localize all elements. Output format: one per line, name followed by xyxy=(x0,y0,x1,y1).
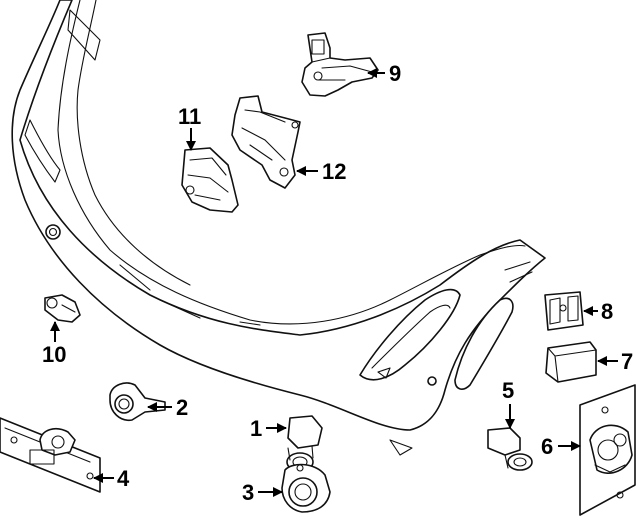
bracket-8 xyxy=(544,291,584,331)
parking-sensor-5 xyxy=(487,427,533,471)
bumper-cover xyxy=(11,0,546,456)
leader-lines xyxy=(50,68,618,497)
callout-labels: 9 11 12 10 2 4 1 3 5 6 7 8 xyxy=(42,61,633,505)
bracket-12 xyxy=(231,95,301,189)
callout-10: 10 xyxy=(42,342,66,367)
callout-12: 12 xyxy=(322,159,346,184)
bracket-9 xyxy=(301,32,379,97)
callout-2: 2 xyxy=(176,395,188,420)
retainer-plate-6 xyxy=(579,384,636,516)
callout-9: 9 xyxy=(389,61,401,86)
module-7 xyxy=(545,341,597,383)
callout-6: 6 xyxy=(541,434,553,459)
callout-4: 4 xyxy=(117,466,130,491)
callout-8: 8 xyxy=(601,299,613,324)
callout-5: 5 xyxy=(502,378,514,403)
callout-1: 1 xyxy=(250,416,262,441)
callout-3: 3 xyxy=(242,480,254,505)
parking-sensor-1 xyxy=(286,415,323,472)
bracket-panel-4 xyxy=(0,417,101,493)
callout-7: 7 xyxy=(621,349,633,374)
sensor-retainer-3 xyxy=(281,463,331,513)
sensor-retainer-2 xyxy=(109,382,166,422)
bracket-11 xyxy=(181,147,239,213)
callout-11: 11 xyxy=(178,104,201,129)
clip-10 xyxy=(44,294,81,323)
